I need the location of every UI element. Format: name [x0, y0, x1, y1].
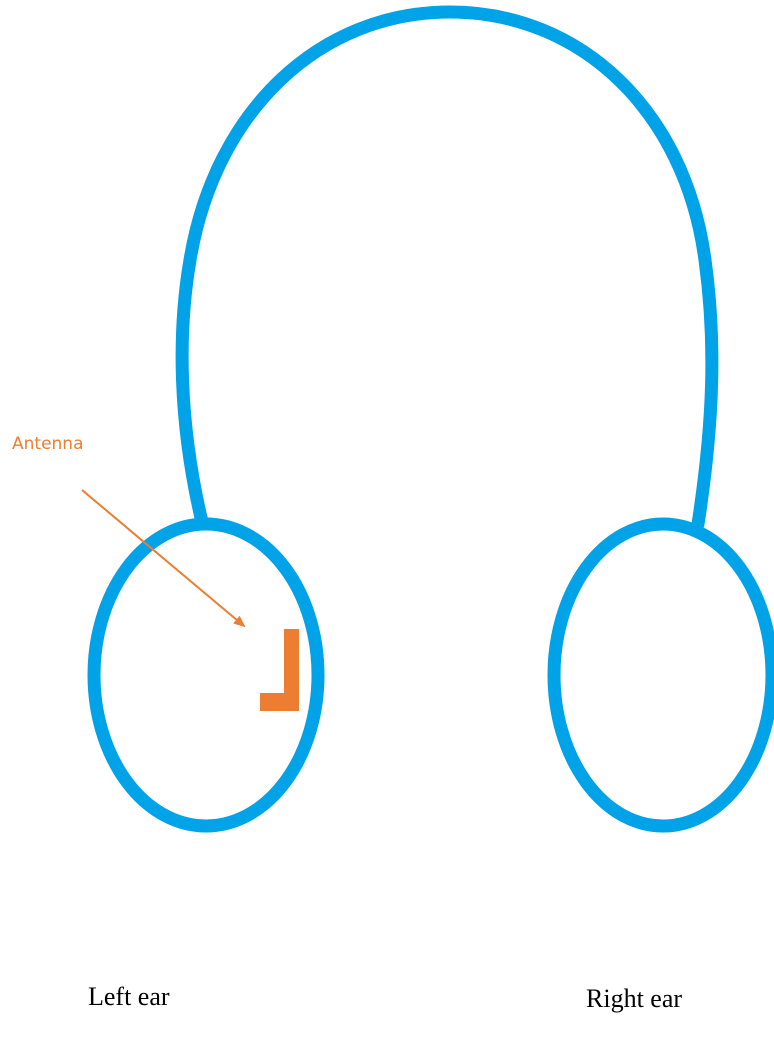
- right-ear-cup: [547, 517, 774, 833]
- right-ear-label: Right ear: [586, 984, 683, 1013]
- left-ear-label: Left ear: [88, 982, 170, 1011]
- antenna-vertical-segment: [284, 629, 299, 706]
- headband: [175, 5, 719, 531]
- antenna-element: [260, 629, 299, 711]
- antenna-pointer-arrow: [81, 489, 246, 628]
- left-ear-cup: [87, 517, 325, 833]
- antenna-horizontal-segment: [260, 693, 299, 711]
- antenna-label: Antenna: [12, 434, 84, 454]
